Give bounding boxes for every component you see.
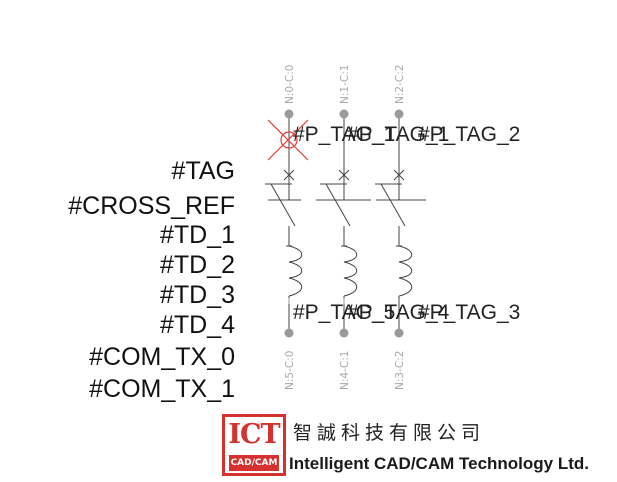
pole-tag-bottom-5: #P_TAG_5 <box>293 301 395 324</box>
terminal-top-1[interactable] <box>284 109 294 119</box>
ict-logo-mark: ICT CAD/CAM <box>222 414 286 476</box>
label-td-3: #TD_3 <box>159 281 235 309</box>
pole-tag-top-3: #P_TAG_1 <box>347 123 449 146</box>
logo-letters: ICT <box>228 419 280 450</box>
insertion-point-marker <box>267 119 309 161</box>
label-tag: #TAG <box>171 157 235 185</box>
company-logo: ICT CAD/CAM 智誠科技有限公司 Intelligent CAD/CAM… <box>222 414 612 480</box>
terminal-top-label-3: N:2-C:2 <box>394 65 406 104</box>
terminal-bottom-1[interactable] <box>284 328 294 338</box>
terminal-top-3[interactable] <box>394 109 404 119</box>
terminal-bottom-3[interactable] <box>394 328 404 338</box>
terminal-bottom-2[interactable] <box>339 328 349 338</box>
label-cross-ref: #CROSS_REF <box>68 192 235 220</box>
label-com-tx-1: #COM_TX_1 <box>89 375 235 403</box>
pole-tag-bottom-4: #P_TAG_4 <box>347 301 450 324</box>
company-name-chinese: 智誠科技有限公司 <box>293 422 486 444</box>
pole-tag-top-1: #P_TAG_1 <box>293 123 395 146</box>
pole-1 <box>265 114 303 330</box>
terminal-top-label-1: N:0-C:0 <box>284 65 296 104</box>
terminal-top-label-2: N:1-C:1 <box>339 65 351 104</box>
terminal-bottom-label-2: N:4-C:1 <box>339 351 351 390</box>
label-td-2: #TD_2 <box>159 251 235 279</box>
pole-3 <box>375 114 426 330</box>
terminal-top-2[interactable] <box>339 109 349 119</box>
label-td-4: #TD_4 <box>159 311 235 339</box>
pole-tag-bottom-3: #P_TAG_3 <box>418 301 520 324</box>
label-com-tx-0: #COM_TX_0 <box>89 343 235 371</box>
logo-subtitle: CAD/CAM <box>229 455 279 471</box>
terminal-bottom-label-3: N:3-C:2 <box>394 351 406 390</box>
label-td-1: #TD_1 <box>159 221 235 249</box>
terminal-bottom-label-1: N:5-C:0 <box>284 351 296 390</box>
pole-2 <box>316 114 371 330</box>
company-name-english: Intelligent CAD/CAM Technology Ltd. <box>289 454 589 473</box>
pole-tag-top-2: #P_TAG_2 <box>418 123 520 146</box>
